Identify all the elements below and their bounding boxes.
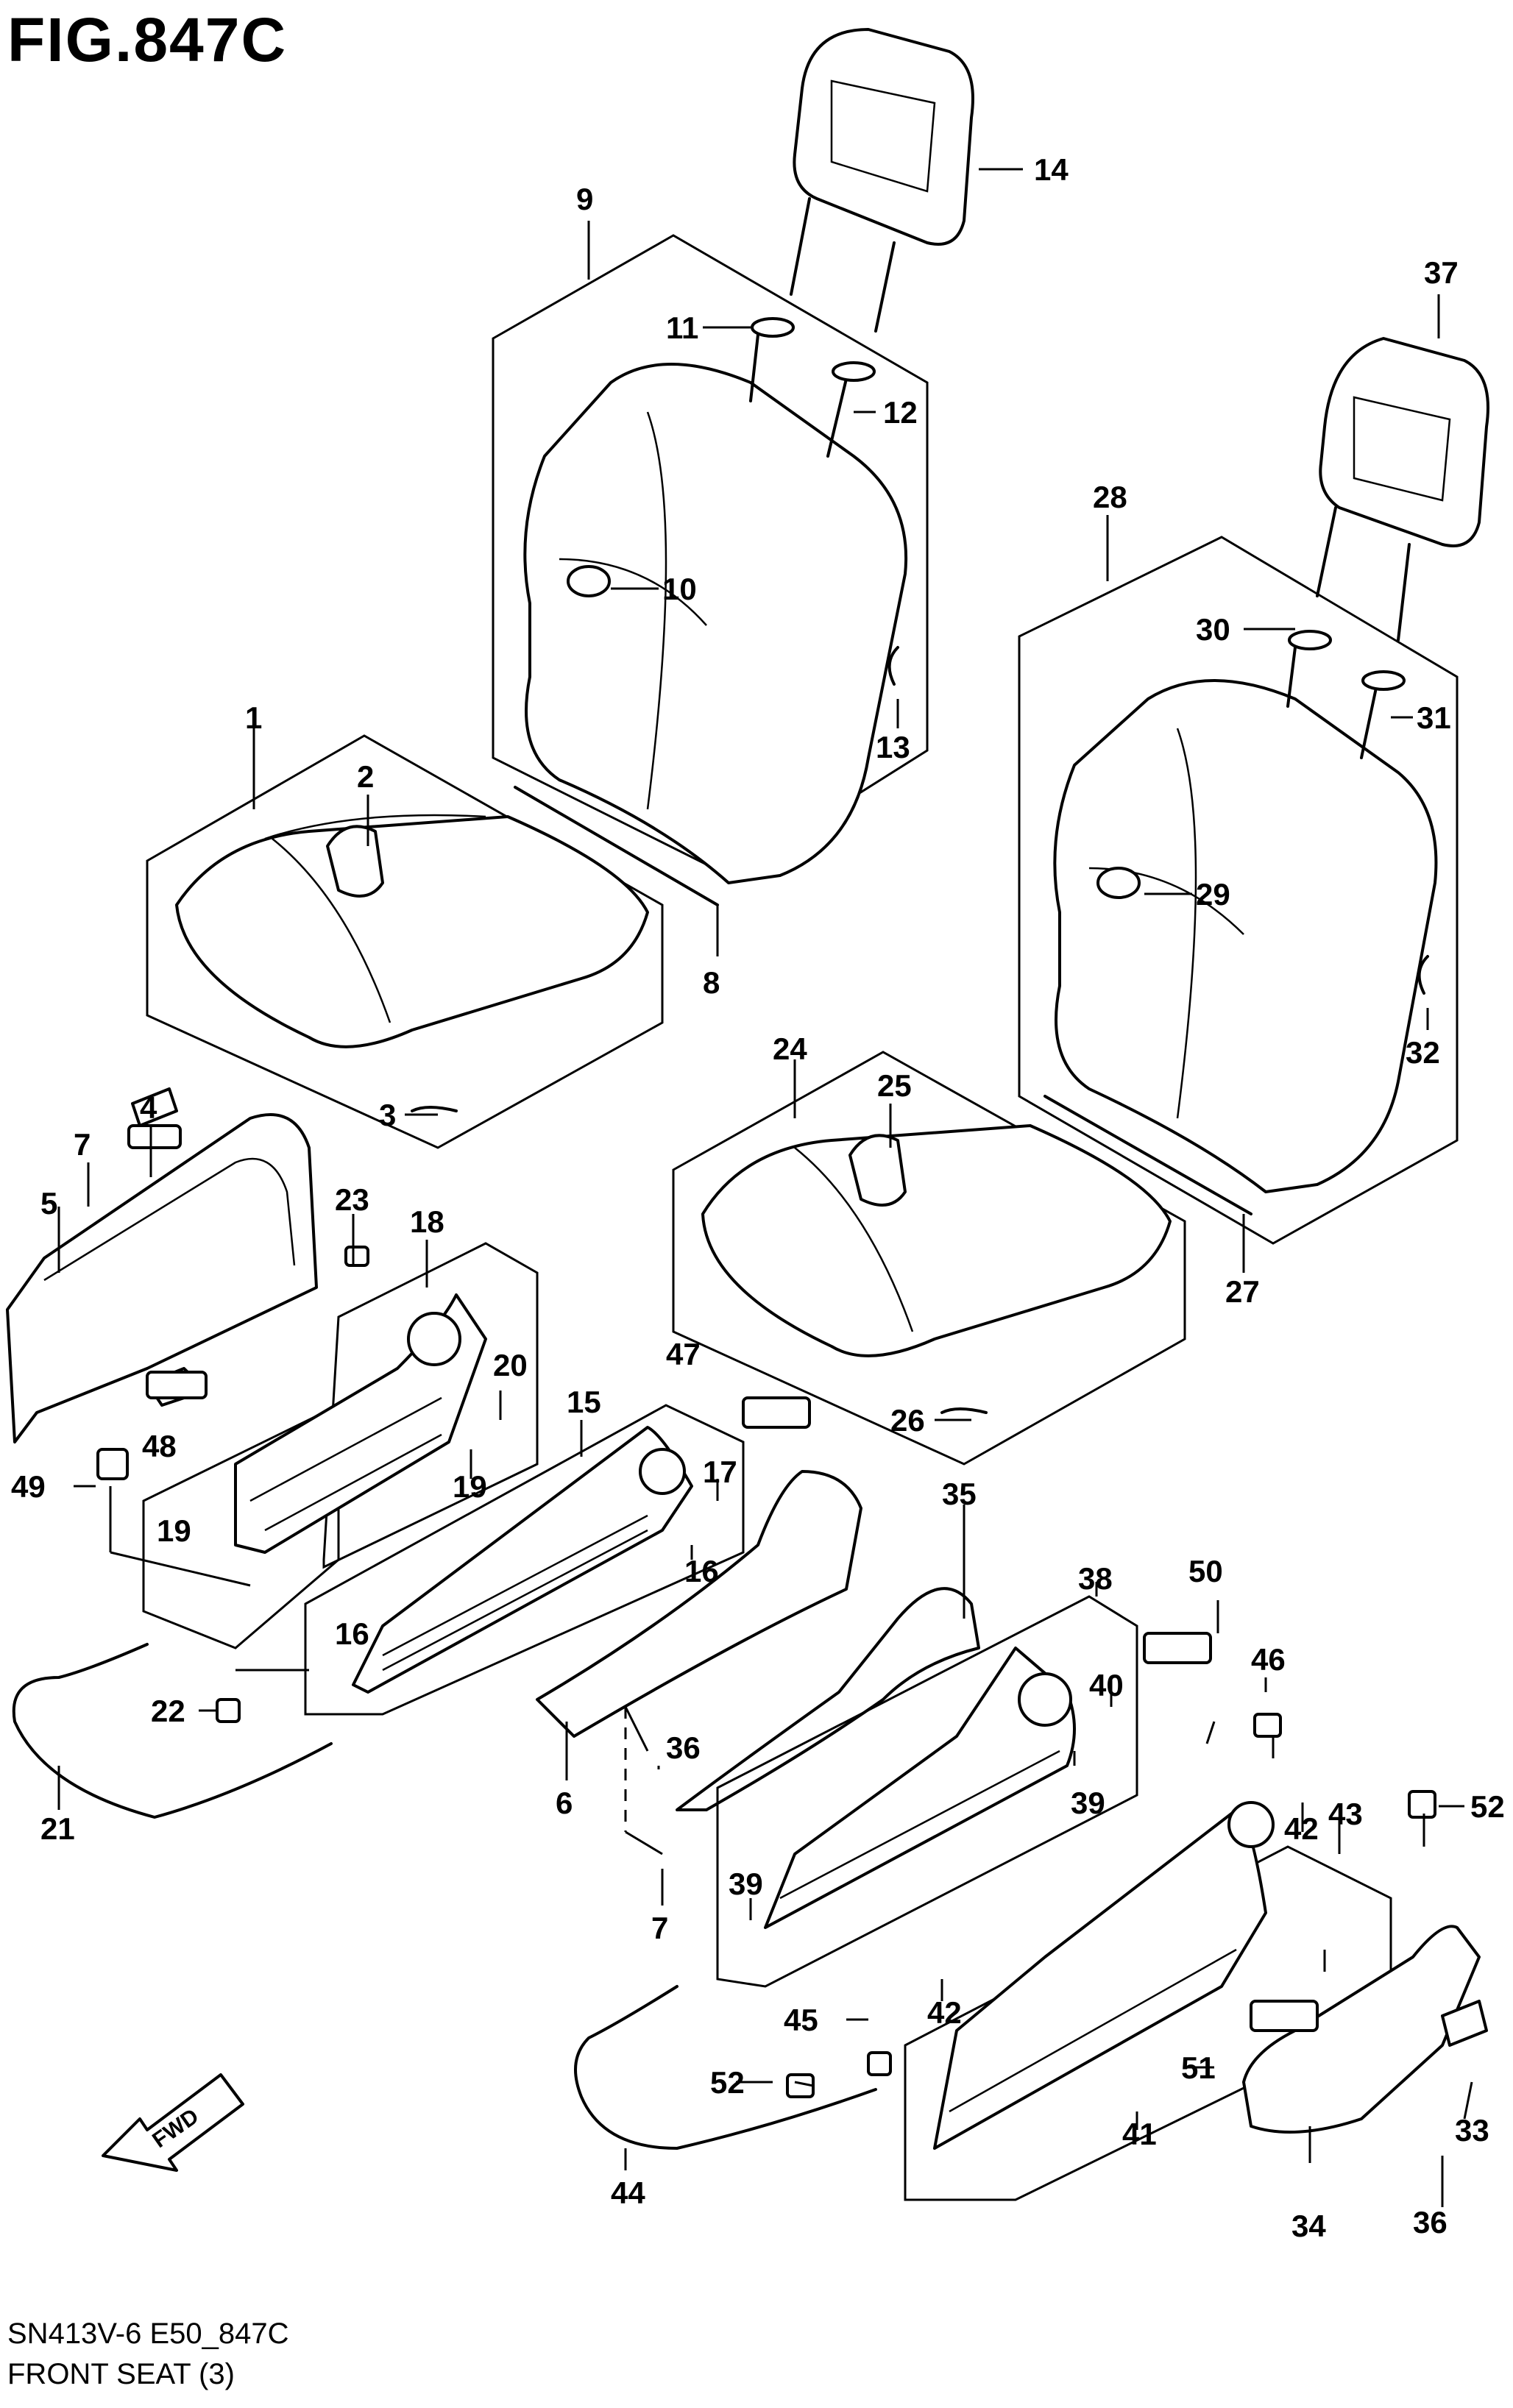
wire-21: [12, 1643, 333, 1819]
callout-30: 30: [1196, 612, 1230, 647]
callout-25: 25: [877, 1068, 912, 1103]
callout-17: 17: [703, 1455, 737, 1489]
callout-42-bottom: 42: [927, 1995, 962, 2030]
callout-36-right: 36: [1413, 2205, 1448, 2240]
callout-40: 40: [1089, 1668, 1124, 1702]
callout-20: 20: [493, 1348, 528, 1382]
callout-34: 34: [1291, 2209, 1326, 2243]
callout-21: 21: [40, 1811, 75, 1846]
callout-7-bottom: 7: [651, 1911, 668, 1945]
callout-9: 9: [576, 182, 593, 216]
seat-cushion-assembly-left: [146, 734, 664, 1149]
callout-24: 24: [773, 1031, 807, 1066]
callout-23: 23: [335, 1182, 369, 1217]
seat-back-assembly-left: [492, 28, 974, 906]
callout-8: 8: [703, 965, 720, 1000]
callout-52-bottom: 52: [710, 2065, 745, 2100]
callout-15: 15: [567, 1385, 601, 1419]
callout-5: 5: [40, 1186, 57, 1221]
callout-48: 48: [142, 1429, 177, 1463]
seat-back-assembly-right: [1018, 337, 1489, 1245]
seat-cushion-assembly-right: [672, 1051, 1186, 1466]
callout-36-left: 36: [666, 1730, 701, 1765]
callout-51: 51: [1181, 2050, 1216, 2085]
callout-13: 13: [876, 730, 910, 764]
adjuster-frame-left: [142, 1242, 539, 1649]
callout-28: 28: [1093, 480, 1127, 514]
wire-44: [574, 1985, 877, 2150]
fwd-arrow: FWD: [102, 2073, 244, 2172]
callout-19-right: 19: [453, 1469, 487, 1504]
callout-14: 14: [1034, 152, 1069, 187]
model-code: SN413V-6 E50_847C: [7, 2318, 289, 2350]
callout-50: 50: [1188, 1554, 1223, 1588]
callout-10: 10: [662, 572, 697, 606]
callout-labels: 14 9 11 12 10 13 8 1 2 3 37 28 30 31 29 …: [11, 152, 1505, 2243]
callout-38: 38: [1078, 1561, 1113, 1596]
side-cover-right: [1242, 1925, 1488, 2134]
headrest-left: [790, 28, 974, 333]
callout-12: 12: [883, 395, 918, 430]
callout-44: 44: [611, 2176, 645, 2210]
callout-43: 43: [1328, 1797, 1363, 1831]
callout-4: 4: [140, 1090, 157, 1125]
callout-18: 18: [410, 1204, 444, 1239]
callout-29: 29: [1196, 877, 1230, 912]
callout-47: 47: [666, 1337, 701, 1371]
callout-52-top: 52: [1470, 1789, 1505, 1824]
headrest-right: [1316, 337, 1489, 642]
callout-42-top: 42: [1284, 1811, 1319, 1846]
callout-16-right: 16: [684, 1554, 719, 1588]
trim-35: [676, 1587, 980, 1811]
callout-33: 33: [1455, 2113, 1489, 2148]
callout-46: 46: [1251, 1642, 1286, 1677]
callout-16-left: 16: [335, 1616, 369, 1651]
callout-26: 26: [890, 1403, 925, 1438]
callout-32: 32: [1406, 1035, 1440, 1070]
rail-assembly-left: [304, 1404, 745, 1716]
figure-caption: FRONT SEAT (3): [7, 2358, 235, 2390]
callout-39-left: 39: [729, 1867, 763, 1901]
side-cover-6: [536, 1470, 862, 1738]
hardware: [96, 1124, 1436, 2098]
callout-7-top: 7: [74, 1127, 91, 1162]
callout-35: 35: [942, 1477, 977, 1511]
leader-lines: [57, 168, 1473, 2207]
adjuster-frame-right: [716, 1595, 1138, 1988]
callout-19-left: 19: [157, 1513, 191, 1548]
callout-49: 49: [11, 1469, 46, 1504]
callout-45: 45: [784, 2003, 818, 2037]
callout-2: 2: [357, 759, 374, 794]
callout-11: 11: [666, 310, 698, 345]
callout-1: 1: [245, 700, 262, 735]
callout-41: 41: [1122, 2117, 1157, 2151]
callout-39-right: 39: [1071, 1786, 1105, 1820]
callout-37: 37: [1424, 255, 1459, 290]
callout-3: 3: [379, 1098, 396, 1132]
callout-22: 22: [151, 1694, 185, 1728]
callout-31: 31: [1417, 700, 1451, 735]
callout-27: 27: [1225, 1274, 1260, 1309]
figure-title: FIG.847C: [7, 5, 288, 74]
callout-6: 6: [556, 1786, 573, 1820]
